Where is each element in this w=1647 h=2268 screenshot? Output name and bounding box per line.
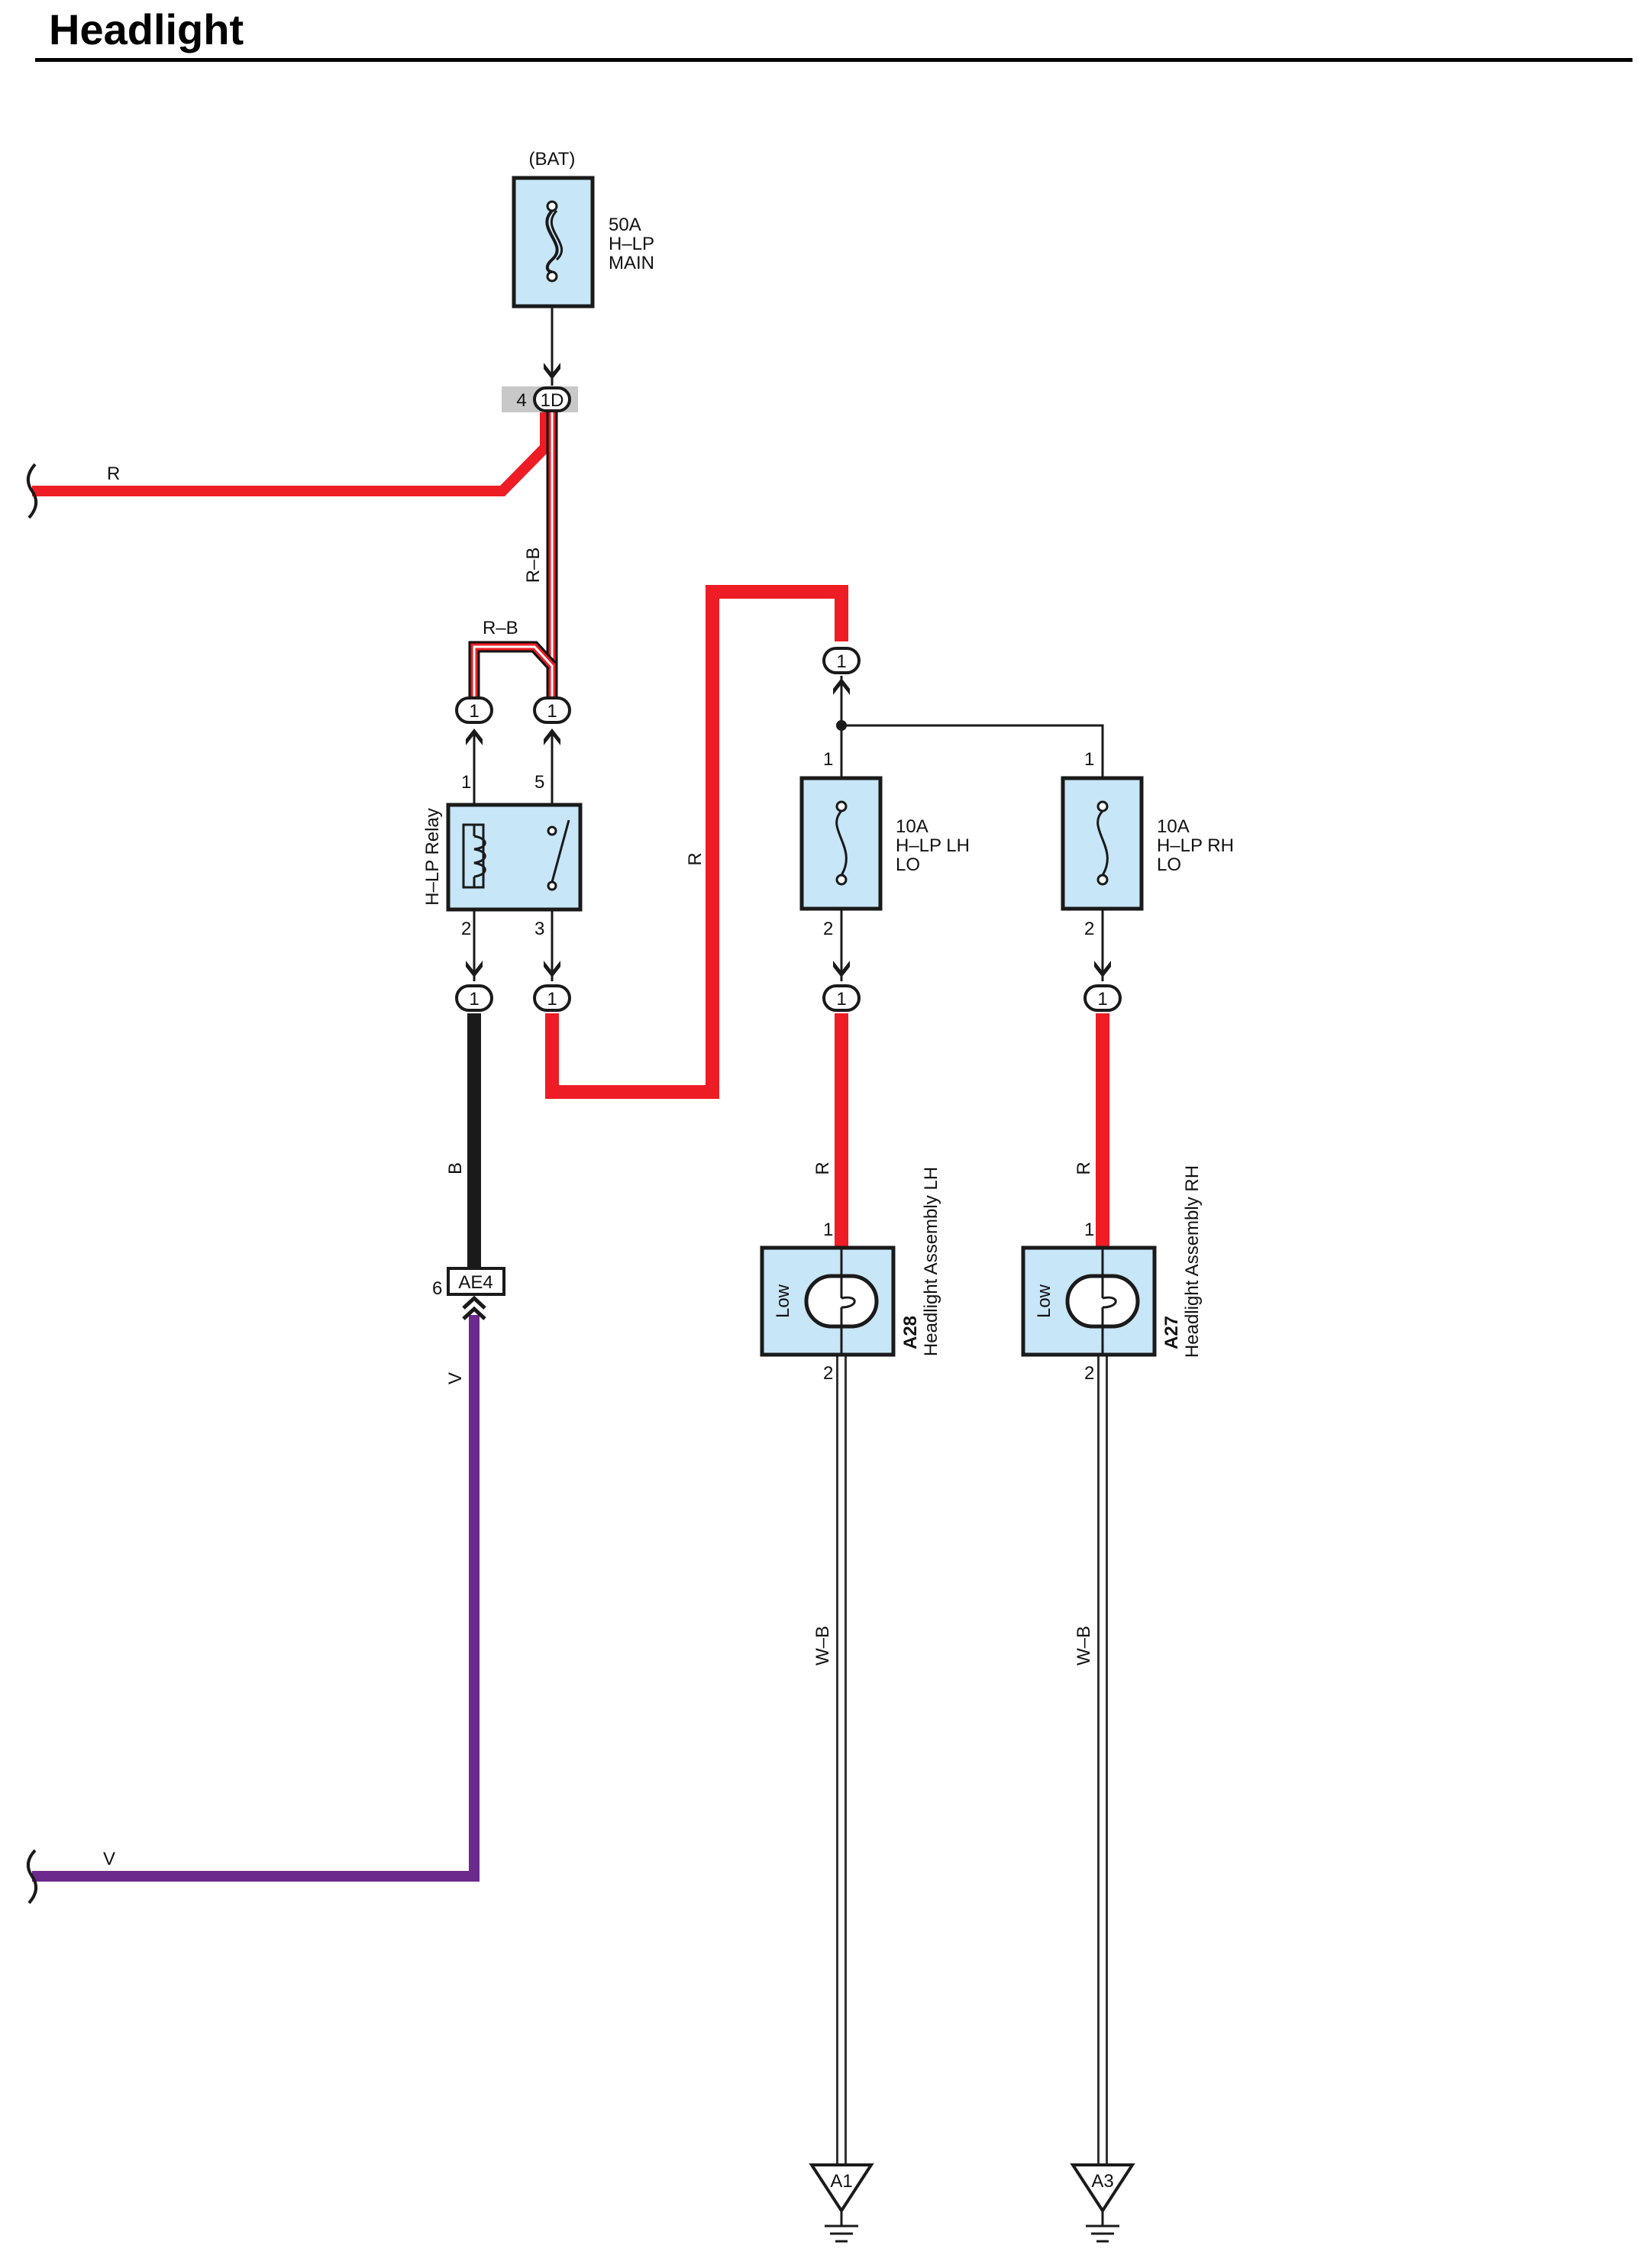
ground-a1: A1	[809, 2163, 874, 2243]
fuse-hlp-lh-lo: 1 2 10A H–LP LH LO	[799, 749, 970, 939]
wire-label-r-relay-out: R	[685, 852, 706, 865]
fuse-main-amp: 50A	[609, 215, 641, 235]
wire-break-v	[26, 1849, 38, 1905]
wire-r-left	[32, 412, 551, 496]
fuse-lh-pin-top: 1	[823, 749, 833, 770]
headlight-rh-mode: Low	[1034, 1284, 1054, 1318]
terminal-relay-5-top: 1	[533, 696, 571, 724]
wire-bus	[841, 724, 1104, 779]
connector-1d-code: 1D	[541, 390, 564, 411]
headlight-lh-name: Headlight Assembly LH	[921, 1167, 941, 1356]
headlight-lh-pin-bottom: 2	[823, 1363, 833, 1384]
connector-1d-pin: 4	[516, 390, 526, 411]
connector-ae4: 6 AE4	[432, 1267, 505, 1320]
relay-pin3: 3	[534, 919, 544, 939]
connector-ae4-code: AE4	[458, 1272, 492, 1293]
fuse-hlp-rh-lo: 1 2 10A H–LP RH LO	[1061, 749, 1234, 939]
wire-label-r-left: R	[107, 464, 120, 484]
svg-text:1: 1	[469, 989, 479, 1010]
headlight-lh-mode: Low	[773, 1284, 793, 1318]
wire-v	[32, 1315, 480, 1882]
svg-text:1: 1	[547, 701, 557, 722]
headlight-assembly-lh: 1 Low 2 A28 Headlight Assembly LH	[760, 1167, 941, 1384]
svg-text:1: 1	[469, 701, 479, 722]
ground-a3-label: A3	[1091, 2171, 1113, 2192]
terminal-fuse-rh-bottom: 1	[1083, 984, 1122, 1012]
wire-label-b: B	[445, 1162, 466, 1174]
wire-label-v-vertical: V	[445, 1372, 466, 1384]
svg-text:1: 1	[1097, 989, 1107, 1010]
fuse-main-name2: MAIN	[609, 253, 654, 273]
relay-name: H–LP Relay	[422, 808, 443, 906]
relay-pin5: 5	[534, 772, 544, 793]
splice-point	[836, 720, 847, 731]
fuse-rh-amp: 10A	[1157, 816, 1190, 837]
wire-label-rb-loop: R–B	[483, 618, 518, 638]
terminal-fuse-bus: 1	[822, 647, 861, 674]
terminal-relay-2-bottom: 1	[455, 984, 493, 1012]
headlight-rh-name: Headlight Assembly RH	[1182, 1165, 1203, 1358]
terminal-relay-1-top: 1	[455, 696, 493, 724]
relay-hlp: 1 5 2 3 H–LP Relay	[422, 772, 583, 939]
wire-label-r-rh: R	[1074, 1161, 1094, 1174]
wire-label-wb-lh: W–B	[812, 1626, 833, 1665]
terminal-relay-3-bottom: 1	[533, 984, 571, 1012]
headlight-lh-code: A28	[900, 1316, 921, 1349]
bat-label: (BAT)	[529, 149, 576, 170]
fuse-main-name1: H–LP	[609, 234, 654, 254]
connector-ae4-pin: 6	[432, 1278, 442, 1299]
wires	[32, 307, 1109, 2165]
svg-text:1: 1	[547, 989, 557, 1010]
connector-1d: 4 1D	[502, 386, 578, 412]
wire-break-r	[26, 463, 38, 519]
title-rule	[35, 58, 1632, 62]
svg-text:1: 1	[836, 651, 846, 672]
fuse-rh-name1: H–LP RH	[1157, 835, 1234, 856]
relay-pin1: 1	[461, 772, 471, 793]
ground-a1-label: A1	[830, 2171, 852, 2192]
svg-text:1: 1	[836, 989, 846, 1010]
wire-r-relay-out	[545, 585, 848, 1099]
headlight-assembly-rh: 1 Low 2 A27 Headlight Assembly RH	[1021, 1165, 1203, 1384]
wire-label-r-lh: R	[812, 1161, 833, 1174]
headlight-rh-pin-bottom: 2	[1084, 1363, 1094, 1384]
headlight-lh-pin-top: 1	[823, 1220, 833, 1240]
ground-a3: A3	[1070, 2163, 1135, 2243]
fuse-lh-pin-bottom: 2	[823, 919, 833, 939]
relay-pin2: 2	[461, 919, 471, 939]
page-title: Headlight	[49, 5, 244, 53]
fuse-lh-amp: 10A	[896, 816, 928, 837]
wire-label-rb-vertical: R–B	[523, 548, 544, 583]
fuse-hlp-main: (BAT) 50A H–LP MAIN	[512, 149, 654, 309]
fuse-lh-name1: H–LP LH	[896, 835, 970, 856]
headlight-rh-pin-top: 1	[1084, 1220, 1094, 1240]
fuse-rh-name2: LO	[1157, 855, 1181, 875]
headlight-rh-code: A27	[1161, 1316, 1182, 1349]
terminal-fuse-lh-bottom: 1	[822, 984, 861, 1012]
wire-label-wb-rh: W–B	[1074, 1626, 1094, 1665]
fuse-lh-name2: LO	[896, 855, 920, 875]
wire-label-v-left: V	[103, 1849, 115, 1869]
fuse-rh-pin-bottom: 2	[1084, 919, 1094, 939]
fuse-rh-pin-top: 1	[1084, 749, 1094, 770]
